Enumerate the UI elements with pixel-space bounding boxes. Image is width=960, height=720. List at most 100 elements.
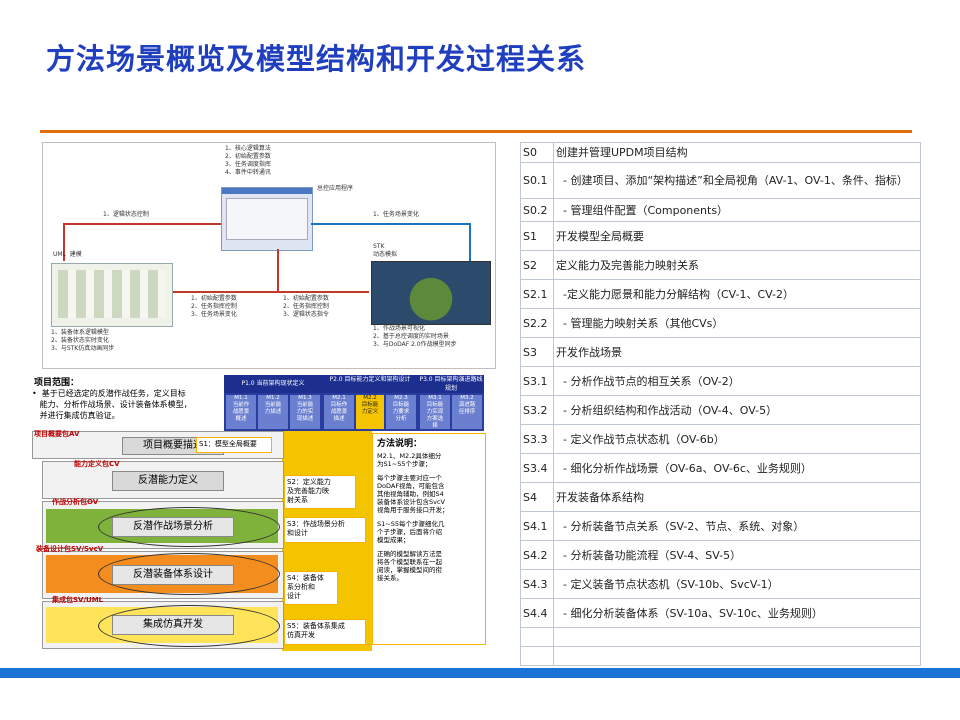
table-row: S3.4 - 细化分析作战场景（OV-6a、OV-6c、业务规则） — [520, 453, 921, 483]
step-id — [520, 646, 554, 666]
step-description: - 创建项目、添加“架构描述”和全局视角（AV-1、OV-1、条件、指标） — [553, 162, 921, 199]
table-row: S0.2 - 管理组件配置（Components） — [520, 198, 921, 222]
method-note-1: M2.1、M2.2具体细分 为S1~S5个步骤； — [377, 452, 442, 468]
step-description — [553, 627, 921, 647]
stk-label: STK 动态模拟 — [373, 243, 398, 258]
method-note-3: S1~S5每个步骤细化几 个子步骤，后面将介绍 模型成果； — [377, 520, 445, 544]
right-arrow-label: 1、任务场景变化 — [373, 211, 419, 218]
step-id: S3.2 — [520, 395, 554, 425]
table-row: S3.2 - 分析组织结构和作战活动（OV-4、OV-5） — [520, 395, 921, 425]
band-cv-tag: 能力定义包CV — [74, 460, 120, 468]
m1-3-cell: M1.3 当前能 力的实 现描述 — [290, 395, 320, 429]
center-label: 总控应用程序 — [317, 185, 354, 192]
table-row: S4.1 - 分析装备节点关系（SV-2、节点、系统、对象） — [520, 511, 921, 541]
step-description: 开发作战场景 — [553, 337, 921, 367]
center-list: 1、核心逻辑算法 2、初始配置参数 3、任务调度指挥 4、事件中转通讯 — [225, 145, 271, 176]
page-title: 方法场景概览及模型结构和开发过程关系 — [46, 42, 587, 76]
step-id: S0.1 — [520, 162, 554, 199]
step-id: S3.1 — [520, 366, 554, 396]
step-id: S2 — [520, 250, 554, 280]
step-description: - 定义作战节点状态机（OV-6b） — [553, 424, 921, 454]
uml-list: 1、装备体系逻辑模型 2、装备状态实时变化 3、与STK仿真动画同步 — [51, 329, 115, 352]
m1-1-cell: M1.1 当前作 战愿景 概述 — [226, 395, 256, 429]
uml-highlight — [98, 605, 280, 647]
uml-model-thumbnail — [51, 263, 173, 327]
ov-highlight — [98, 507, 280, 547]
control-app-window — [221, 187, 313, 251]
step-description: - 分析组织结构和作战活动（OV-4、OV-5） — [553, 395, 921, 425]
step-description: - 分析作战节点的相互关系（OV-2） — [553, 366, 921, 396]
arrow-logic — [63, 223, 221, 225]
phase-2-title: P2.0 目标能力定义和架构设计 — [322, 375, 418, 393]
arrow-scene — [311, 223, 471, 225]
step-s2: S2：定义能力 及完善能力映 射关系 — [284, 475, 356, 509]
cv-box: 反潜能力定义 — [112, 471, 224, 491]
step-description: 创建并管理UPDM项目结构 — [553, 142, 921, 163]
uml-label: UML 建模 — [53, 251, 82, 258]
step-description: - 定义装备节点状态机（SV-10b、SvcV-1） — [553, 569, 921, 599]
method-diagram: 项目范围： • 基于已经选定的反潜作战任务，定义目标 能力、分析作战场景、设计装… — [32, 375, 486, 660]
step-id: S3 — [520, 337, 554, 367]
footer-bar — [0, 668, 960, 678]
left-arrow-label: 1、逻辑状态控制 — [103, 211, 149, 218]
step-id: S3.3 — [520, 424, 554, 454]
step-id: S4.3 — [520, 569, 554, 599]
phase-3-title: P3.0 目标架构演进路线规划 — [418, 375, 484, 393]
method-note-4: 正确的模型解读方法是 将各个模型联系在一起 阅读，掌握模型间的衔 接关系。 — [377, 550, 442, 582]
step-s1: S1：模型全局概要 — [196, 437, 272, 453]
step-id: S4.2 — [520, 540, 554, 570]
step-id: S3.4 — [520, 453, 554, 483]
architecture-diagram: 1、核心逻辑算法 2、初始配置参数 3、任务调度指挥 4、事件中转通讯 总控应用… — [42, 142, 496, 369]
table-row: S2.1 -定义能力愿景和能力分解结构（CV-1、CV-2） — [520, 279, 921, 309]
step-id: S0 — [520, 142, 554, 163]
band-ov-tag: 作战分析包OV — [52, 498, 99, 506]
scope-title: 项目范围： — [34, 378, 80, 388]
step-id: S1 — [520, 221, 554, 251]
title-divider — [40, 130, 912, 133]
step-id: S2.1 — [520, 279, 554, 309]
band-av-tag: 项目概要包AV — [34, 430, 80, 438]
method-note-2: 每个步骤主要对应一个 DoDAF视角，可能包含 其他视角辅助，例如S4 装备体系… — [377, 474, 449, 514]
table-row: S3.3 - 定义作战节点状态机（OV-6b） — [520, 424, 921, 454]
table-row: S4.2 - 分析装备功能流程（SV-4、SV-5） — [520, 540, 921, 570]
step-s4: S4：装备体 系分析和 设计 — [284, 571, 338, 605]
table-row: S4.3 - 定义装备节点状态机（SV-10b、SvcV-1） — [520, 569, 921, 599]
stk-list: 1、作战场景可视化 2、基于总控调度的实时场景 3、与DoDAF 2.0作战模型… — [373, 325, 457, 348]
step-id: S0.2 — [520, 198, 554, 222]
step-id: S2.2 — [520, 308, 554, 338]
m1-2-cell: M1.2 当前能 力描述 — [258, 395, 288, 429]
step-id: S4.1 — [520, 511, 554, 541]
method-title: 方法说明： — [377, 439, 423, 449]
step-id: S4 — [520, 482, 554, 512]
step-description: - 分析装备节点关系（SV-2、节点、系统、对象） — [553, 511, 921, 541]
stk-globe-thumbnail — [371, 261, 491, 325]
table-row — [520, 646, 921, 666]
method-notes-box: 方法说明： M2.1、M2.2具体细分 为S1~S5个步骤； 每个步骤主要对应一… — [372, 433, 486, 645]
step-description: 开发模型全局概要 — [553, 221, 921, 251]
band-sv-tag: 装备设计包SV/SvcV — [36, 545, 104, 553]
step-s5: S5：装备体系集成 仿真开发 — [284, 619, 366, 645]
m3-2-cell: M3.2 演进路 径排序 — [452, 395, 482, 429]
scope-text: • 基于已经选定的反潜作战任务，定义目标 能力、分析作战场景、设计装备体系模型，… — [32, 389, 192, 420]
step-description: - 细化分析作战场景（OV-6a、OV-6c、业务规则） — [553, 453, 921, 483]
scope-box: 项目范围： • 基于已经选定的反潜作战任务，定义目标 能力、分析作战场景、设计装… — [32, 375, 222, 429]
step-description — [553, 646, 921, 666]
table-row — [520, 627, 921, 647]
step-description: - 管理能力映射关系（其他CVs） — [553, 308, 921, 338]
table-row: S3.1 - 分析作战节点的相互关系（OV-2） — [520, 366, 921, 396]
step-s3: S3：作战场景分析 和设计 — [284, 517, 366, 543]
step-description: - 分析装备功能流程（SV-4、SV-5） — [553, 540, 921, 570]
table-row: S2.2 - 管理能力映射关系（其他CVs） — [520, 308, 921, 338]
step-id — [520, 627, 554, 647]
step-description: 开发装备体系结构 — [553, 482, 921, 512]
step-description: - 管理组件配置（Components） — [553, 198, 921, 222]
m2-2-cell: M2.2 目标能 力定义 — [356, 395, 384, 429]
table-row: S0.1 - 创建项目、添加“架构描述”和全局视角（AV-1、OV-1、条件、指… — [520, 162, 921, 199]
m2-1-cell: M2.1 目标作 战愿景 描述 — [324, 395, 354, 429]
